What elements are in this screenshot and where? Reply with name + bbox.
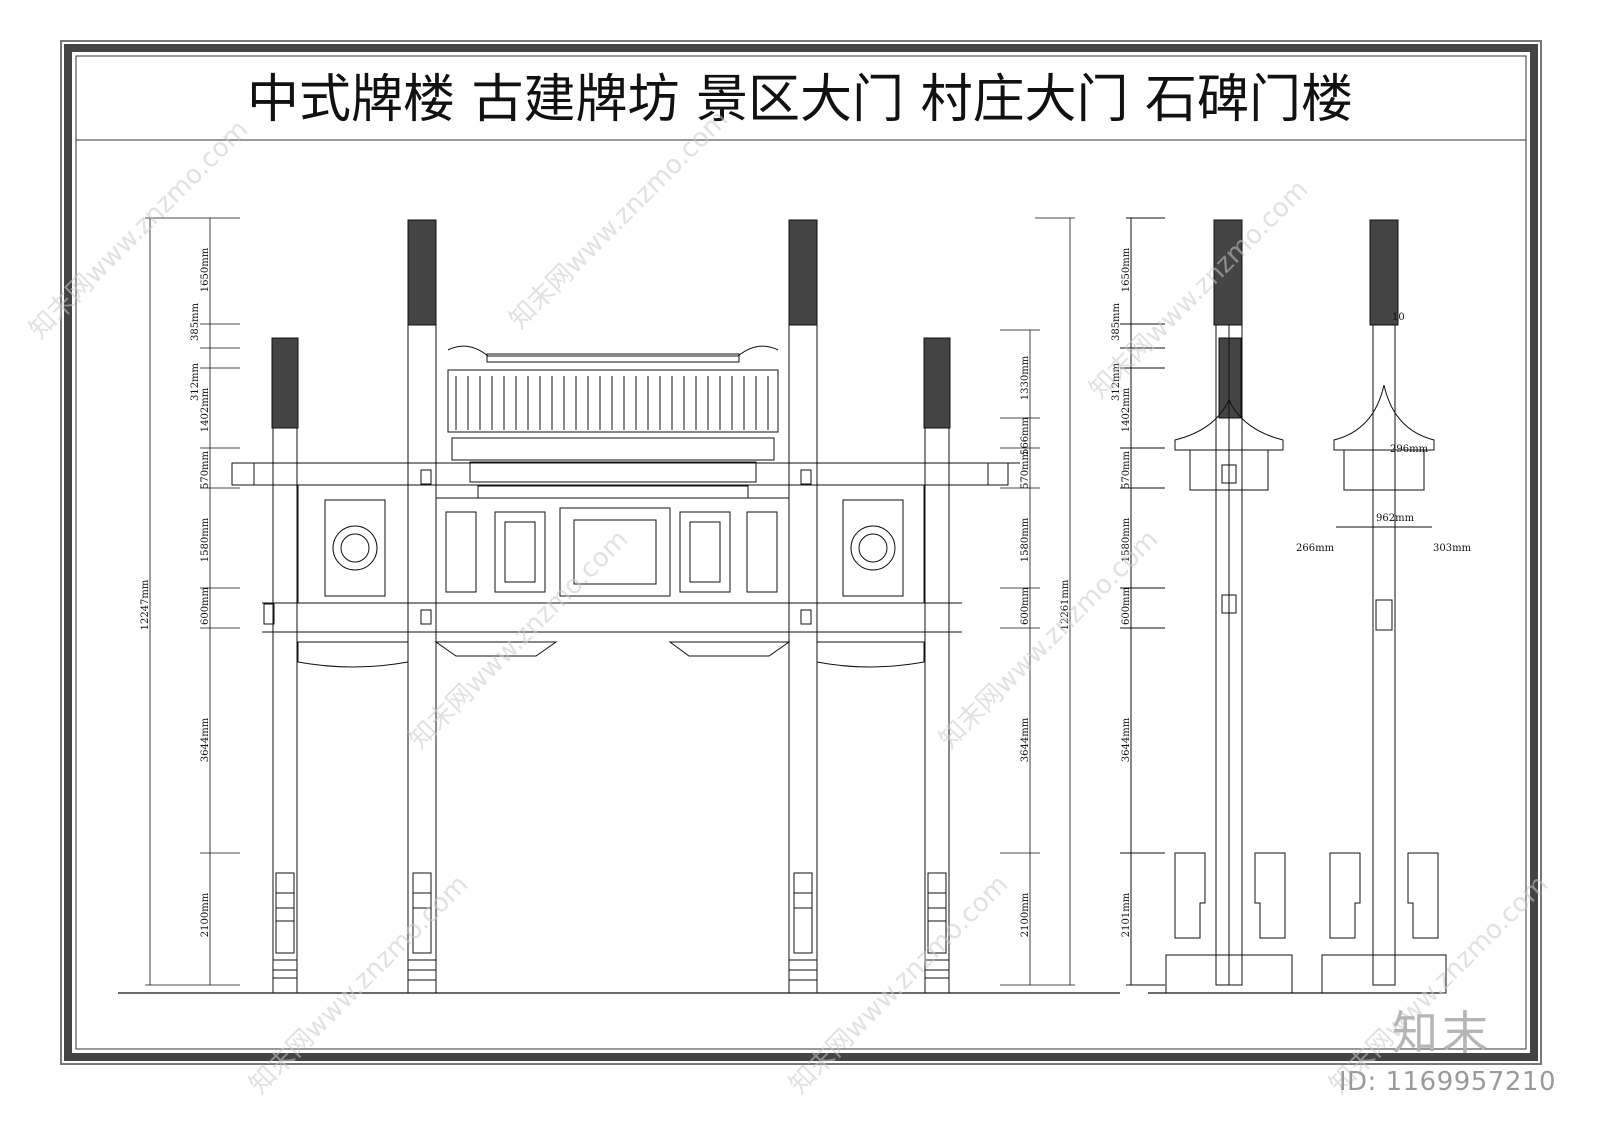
dim-1402: 1402mm [200,387,211,432]
middle-dimension-labels: 1330mm 566mm 570mm 1580mm 600mm 12261mm … [1020,355,1071,937]
dim-1580: 1580mm [200,517,211,562]
dim-3644-mid: 3644mm [1020,717,1031,762]
brand-logo: 知末 [1392,1006,1492,1060]
left-dimension-chain [145,217,240,986]
side-dim-1580: 1580mm [1121,517,1132,562]
dim-1650: 1650mm [200,247,211,292]
detail-303: 303mm [1433,543,1472,554]
dim-600: 600mm [200,586,211,625]
dim-2100: 2100mm [200,892,211,937]
detail-962: 962mm [1376,513,1415,524]
side-dim-385: 385mm [1111,302,1122,341]
middle-dimension-chain [1000,217,1075,986]
watermark-4: 知末网www.znzmo.com [404,524,635,755]
image-id-label: ID: 1169957210 [1338,1067,1556,1097]
dim-1580-mid: 1580mm [1020,517,1031,562]
outer-right-column [923,337,951,994]
central-roof [447,345,779,499]
side-dim-1402: 1402mm [1121,387,1132,432]
dim-1330: 1330mm [1020,355,1031,400]
dim-2100-mid: 2100mm [1020,892,1031,937]
left-dimension-labels: 1650mm 385mm 312mm 1402mm 570mm 1580mm 6… [140,247,211,937]
dim-total: 12247mm [140,579,151,630]
front-elevation [231,219,1020,994]
side-dim-570: 570mm [1121,450,1132,489]
watermark-1: 知末网www.znzmo.com [24,114,255,345]
side-dim-312: 312mm [1111,362,1122,401]
dim-566: 566mm [1020,416,1031,455]
side-dimension-labels: 1650mm 385mm 312mm 1402mm 570mm 1580mm 6… [1111,247,1472,937]
watermark-8: 知末网www.znzmo.com [1324,869,1555,1100]
dim-3644: 3644mm [200,717,211,762]
side-dim-3644: 3644mm [1121,717,1132,762]
dim-total-mid: 12261mm [1060,579,1071,630]
side-dim-1650: 1650mm [1121,247,1132,292]
side-elevation [1120,217,1447,994]
side-dim-2101: 2101mm [1121,892,1132,937]
dim-312: 312mm [190,362,201,401]
thick-frame [64,44,1538,1061]
dim-570: 570mm [200,450,211,489]
outer-left-column [271,337,299,994]
watermark-6: 知末网www.znzmo.com [244,869,475,1100]
dim-600-mid: 600mm [1020,586,1031,625]
side-dim-600: 600mm [1121,586,1132,625]
lower-beam [262,602,962,633]
inner-right-column [788,219,818,994]
watermark-3: 知末网www.znzmo.com [1084,174,1315,405]
inner-left-column [407,219,437,994]
outer-frame [60,40,1542,1065]
dim-385: 385mm [190,302,201,341]
watermark-2: 知末网www.znzmo.com [504,104,735,335]
detail-266: 266mm [1296,543,1335,554]
dim-570-mid: 570mm [1020,450,1031,489]
side-panel-left [297,484,409,604]
roof-tiles [455,376,769,430]
carved-brackets [297,641,925,668]
watermark-7: 知末网www.znzmo.com [784,869,1015,1100]
side-panel-right [816,484,925,604]
detail-10: 10 [1392,312,1405,323]
page-title: 中式牌楼 古建牌坊 景区大门 村庄大门 石碑门楼 [247,70,1353,130]
inner-frame [75,55,1527,1050]
detail-296: 296mm [1390,444,1429,455]
